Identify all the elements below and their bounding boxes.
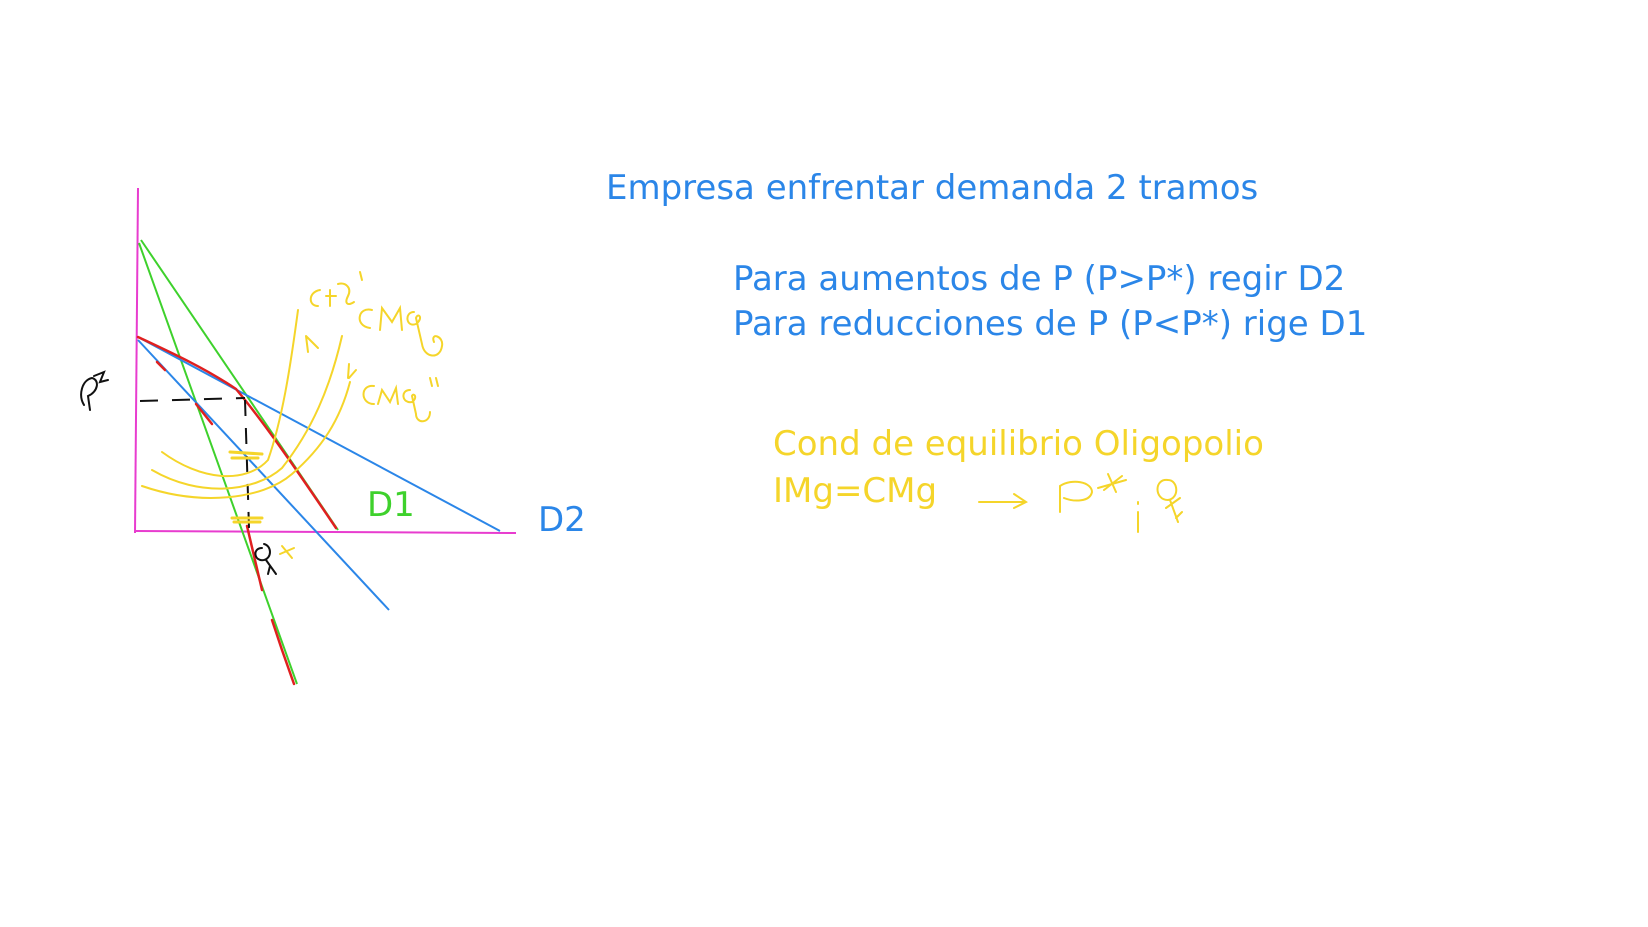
d1-lines xyxy=(138,239,339,685)
result-p-star xyxy=(1059,473,1127,513)
kinked-demand-upper xyxy=(136,335,338,530)
cmg-curve-3 xyxy=(141,381,351,499)
cmg-ink xyxy=(358,304,444,357)
d1-marginal-revenue-line xyxy=(138,242,298,685)
price-star-mark xyxy=(80,370,109,411)
quantity-star-mark xyxy=(254,543,295,575)
kinked-mr-dash-1 xyxy=(155,360,167,372)
result-arrow xyxy=(978,493,1028,509)
d2-marginal-revenue-line xyxy=(137,339,390,611)
notes-title: Empresa enfrentar demanda 2 tramos xyxy=(606,168,1259,208)
price-guide-dashed xyxy=(139,397,246,402)
cmg-arrow-down xyxy=(347,363,357,379)
d2-lines xyxy=(137,336,501,611)
rule-price-decrease: Para reducciones de P (P<P*) rige D1 xyxy=(733,304,1368,344)
kinked-mr-lower xyxy=(270,618,296,686)
kinked-demand-trace xyxy=(136,335,338,686)
result-q-star xyxy=(1156,478,1183,523)
cmg-curve-2 xyxy=(151,335,343,490)
equilibrium-title: Cond de equilibrio Oligopolio xyxy=(773,424,1264,464)
d2-label: D2 xyxy=(538,500,586,540)
axes xyxy=(134,187,517,534)
cmg-arrow-up xyxy=(305,335,319,353)
rule-price-increase: Para aumentos de P (P>P*) regir D2 xyxy=(733,259,1346,299)
quantity-guide-dashed xyxy=(244,399,250,529)
cmg-curve-1 xyxy=(161,309,299,478)
equilibrium-result-ink xyxy=(978,473,1183,533)
equilibrium-marker-lower xyxy=(230,516,264,524)
x-axis xyxy=(134,530,517,534)
d1-label: D1 xyxy=(367,485,415,525)
equilibrium-guides xyxy=(139,397,250,529)
kinked-mr-segment xyxy=(245,524,264,592)
marginal-cost-curves xyxy=(141,309,357,524)
cmg-prime-ink xyxy=(309,271,363,307)
cmg-handwritten-labels xyxy=(309,271,444,423)
y-axis xyxy=(134,187,139,534)
kinked-mr-dash-2 xyxy=(194,402,214,426)
d2-demand-line xyxy=(137,336,501,532)
equilibrium-marker-upper xyxy=(228,450,264,460)
equilibrium-formula: IMg=CMg xyxy=(773,471,938,511)
cmg-double-prime-ink xyxy=(362,377,439,423)
